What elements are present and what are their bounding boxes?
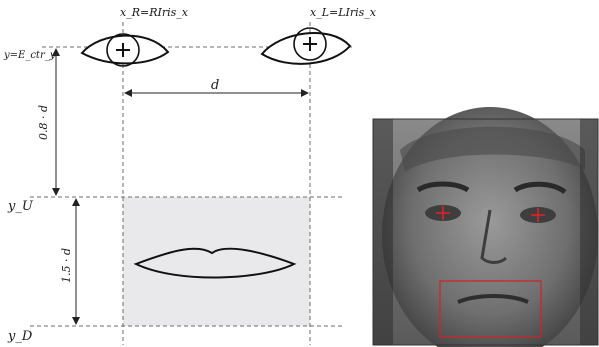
crosshair-icon [436, 206, 450, 220]
label-x-right: x_R=RIris_x [120, 6, 189, 19]
eye-outline-icon [260, 27, 352, 65]
mouth-region-rect [123, 197, 310, 326]
label-lower-offset: 1.5 · d [60, 248, 73, 283]
eye-outline-icon [80, 33, 170, 67]
label-y-lower: y_D [7, 329, 33, 344]
lips-outline-icon [133, 247, 297, 279]
label-y-upper: y_U [7, 199, 34, 214]
label-x-left: x_L=LIris_x [310, 6, 377, 19]
label-distance: d [211, 78, 219, 93]
label-y-eye: y=E_ctr_y [3, 50, 56, 61]
label-upper-offset: 0.8 · d [37, 105, 50, 140]
mouth-roi-box [439, 280, 542, 338]
face-photo [372, 107, 599, 347]
crosshair-icon [531, 208, 545, 222]
